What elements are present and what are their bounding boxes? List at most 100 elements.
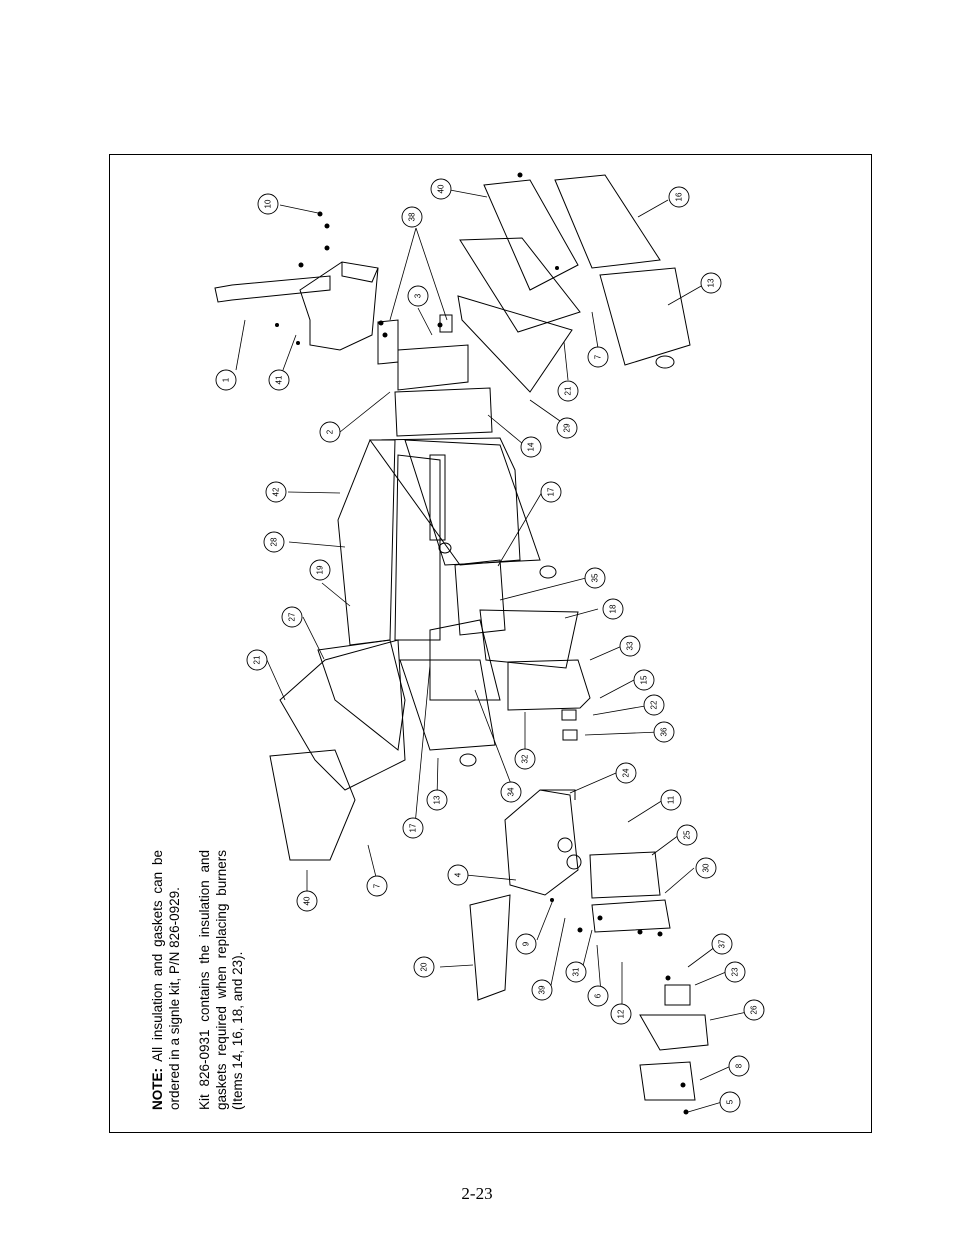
callout-number: 31 — [572, 967, 581, 976]
callout-bubble-37 — [711, 933, 733, 955]
callout-number: 29 — [563, 423, 572, 432]
callout-bubble-38 — [401, 206, 423, 228]
callout-bubble-18 — [602, 598, 624, 620]
callout-number: 10 — [264, 199, 273, 208]
callout-number: 35 — [591, 573, 600, 582]
callout-number: 16 — [675, 192, 684, 201]
callout-number: 22 — [650, 700, 659, 709]
callout-number: 40 — [303, 896, 312, 905]
callout-number: 13 — [707, 278, 716, 287]
callout-number: 23 — [731, 967, 740, 976]
callout-bubble-21 — [246, 649, 268, 671]
callout-number: 39 — [538, 985, 547, 994]
diagram-frame — [109, 154, 872, 1133]
callout-number: 26 — [750, 1005, 759, 1014]
callout-bubble-4 — [447, 864, 469, 886]
callout-bubble-11 — [660, 789, 682, 811]
callout-number: 32 — [521, 754, 530, 763]
callout-bubble-9 — [515, 933, 537, 955]
callout-number: 7 — [594, 354, 603, 359]
callout-number: 38 — [408, 212, 417, 221]
callout-bubble-26 — [743, 999, 765, 1021]
note-label: NOTE: — [150, 1068, 165, 1110]
callout-bubble-20 — [413, 956, 435, 978]
callout-number: 3 — [414, 293, 423, 298]
callout-bubble-35 — [584, 567, 606, 589]
callout-bubble-3 — [407, 285, 429, 307]
callout-bubble-1 — [215, 369, 237, 391]
callout-bubble-17 — [402, 817, 424, 839]
callout-number: 21 — [564, 386, 573, 395]
callout-bubble-7 — [366, 875, 388, 897]
callout-bubble-36 — [653, 721, 675, 743]
callout-number: 9 — [522, 941, 531, 946]
callout-bubble-30 — [695, 857, 717, 879]
callout-bubble-27 — [281, 606, 303, 628]
callout-number: 15 — [640, 675, 649, 684]
callout-bubble-23 — [724, 961, 746, 983]
callout-bubble-13 — [426, 789, 448, 811]
callout-number: 21 — [253, 655, 262, 664]
callout-number: 6 — [594, 993, 603, 998]
callout-bubble-40 — [430, 178, 452, 200]
callout-number: 2 — [326, 429, 335, 434]
callout-number: 40 — [437, 184, 446, 193]
page-number: 2-23 — [461, 1184, 493, 1203]
notes-block: NOTE: All insulation and gaskets can be … — [150, 850, 261, 1110]
callout-number: 17 — [547, 487, 556, 496]
callout-bubble-16 — [668, 186, 690, 208]
callout-bubble-13 — [700, 272, 722, 294]
callout-bubble-33 — [619, 635, 641, 657]
callout-number: 27 — [288, 612, 297, 621]
callout-number: 5 — [726, 1099, 735, 1104]
callout-number: 30 — [702, 863, 711, 872]
callout-bubble-21 — [557, 380, 579, 402]
callout-bubble-7 — [587, 346, 609, 368]
callout-bubble-28 — [263, 531, 285, 553]
callout-number: 14 — [527, 442, 536, 451]
callout-bubble-6 — [587, 985, 609, 1007]
callout-number: 18 — [609, 604, 618, 613]
callout-bubble-31 — [565, 961, 587, 983]
callout-number: 37 — [718, 939, 727, 948]
callout-number: 17 — [409, 823, 418, 832]
callout-number: 20 — [420, 962, 429, 971]
callout-bubble-39 — [531, 979, 553, 1001]
callout-bubble-25 — [676, 824, 698, 846]
kit-paragraph: Kit 826-0931 contains the insulation and… — [197, 850, 245, 1110]
callout-bubble-5 — [719, 1091, 741, 1113]
callout-bubble-34 — [500, 781, 522, 803]
callout-number: 24 — [622, 768, 631, 777]
callout-bubble-24 — [615, 762, 637, 784]
callout-bubble-14 — [520, 436, 542, 458]
callout-bubble-19 — [309, 559, 331, 581]
callout-number: 12 — [617, 1009, 626, 1018]
note-paragraph: NOTE: All insulation and gaskets can be … — [150, 850, 183, 1110]
callout-number: 1 — [222, 377, 231, 382]
callout-number: 19 — [316, 565, 325, 574]
callout-bubble-32 — [514, 748, 536, 770]
callout-number: 8 — [735, 1063, 744, 1068]
callout-bubble-15 — [633, 669, 655, 691]
callout-number: 4 — [454, 872, 463, 877]
callout-bubble-22 — [643, 694, 665, 716]
callout-bubble-41 — [268, 369, 290, 391]
callout-bubble-40 — [296, 890, 318, 912]
callout-number: 42 — [272, 487, 281, 496]
callout-bubble-42 — [265, 481, 287, 503]
callout-number: 7 — [373, 883, 382, 888]
callout-bubble-29 — [556, 417, 578, 439]
callout-bubble-10 — [257, 193, 279, 215]
callout-bubble-12 — [610, 1003, 632, 1025]
callout-bubble-8 — [728, 1055, 750, 1077]
callout-number: 41 — [275, 375, 284, 384]
callout-number: 28 — [270, 537, 279, 546]
callout-number: 33 — [626, 641, 635, 650]
callout-number: 13 — [433, 795, 442, 804]
callout-number: 34 — [507, 787, 516, 796]
callout-number: 36 — [660, 727, 669, 736]
callout-bubble-2 — [319, 421, 341, 443]
callout-number: 25 — [683, 830, 692, 839]
callout-number: 11 — [667, 795, 676, 804]
